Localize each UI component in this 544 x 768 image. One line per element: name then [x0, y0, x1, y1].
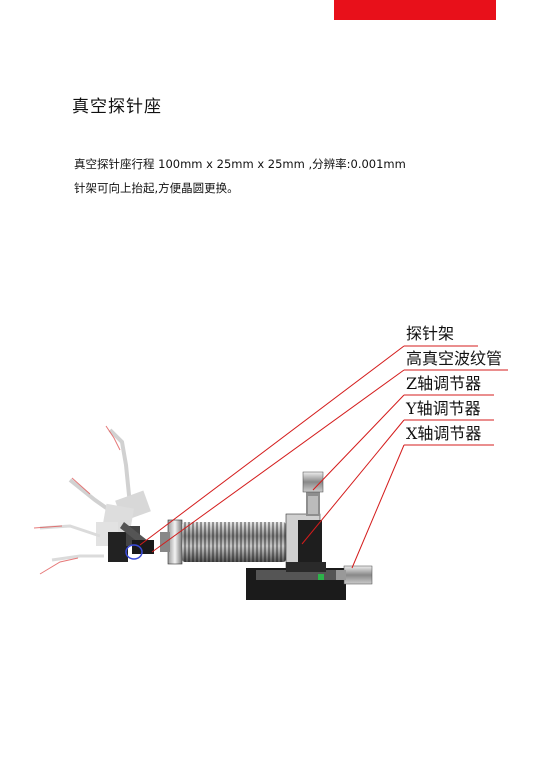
callout-leader-lines	[139, 345, 508, 569]
z-axis-stage	[285, 471, 324, 571]
callout-vacuum-bellows: 高真空波纹管	[406, 349, 503, 368]
header-accent-bar	[334, 0, 496, 20]
probe-holder	[108, 522, 154, 562]
callout-x-adjuster: X轴调节器	[406, 424, 482, 443]
callout-z-adjuster: Z轴调节器	[406, 374, 482, 393]
probe-station-diagram: 探针架 高真空波纹管 Z轴调节器 Y轴调节器 X轴调节器	[0, 300, 544, 620]
probe-station-illustration	[33, 345, 508, 600]
description-line-2: 针架可向上抬起,方便晶圆更换。	[74, 181, 239, 195]
page-title: 真空探针座	[72, 97, 162, 117]
vacuum-bellows	[182, 522, 286, 562]
callout-probe-holder: 探针架	[406, 324, 455, 343]
xy-stage	[246, 562, 373, 600]
description-line-1: 真空探针座行程 100mm x 25mm x 25mm ,分辨率:0.001mm	[74, 157, 406, 171]
chamber-flange	[167, 519, 183, 565]
probe-arm-ghost-leads	[33, 425, 121, 575]
callout-y-adjuster: Y轴调节器	[406, 399, 481, 418]
